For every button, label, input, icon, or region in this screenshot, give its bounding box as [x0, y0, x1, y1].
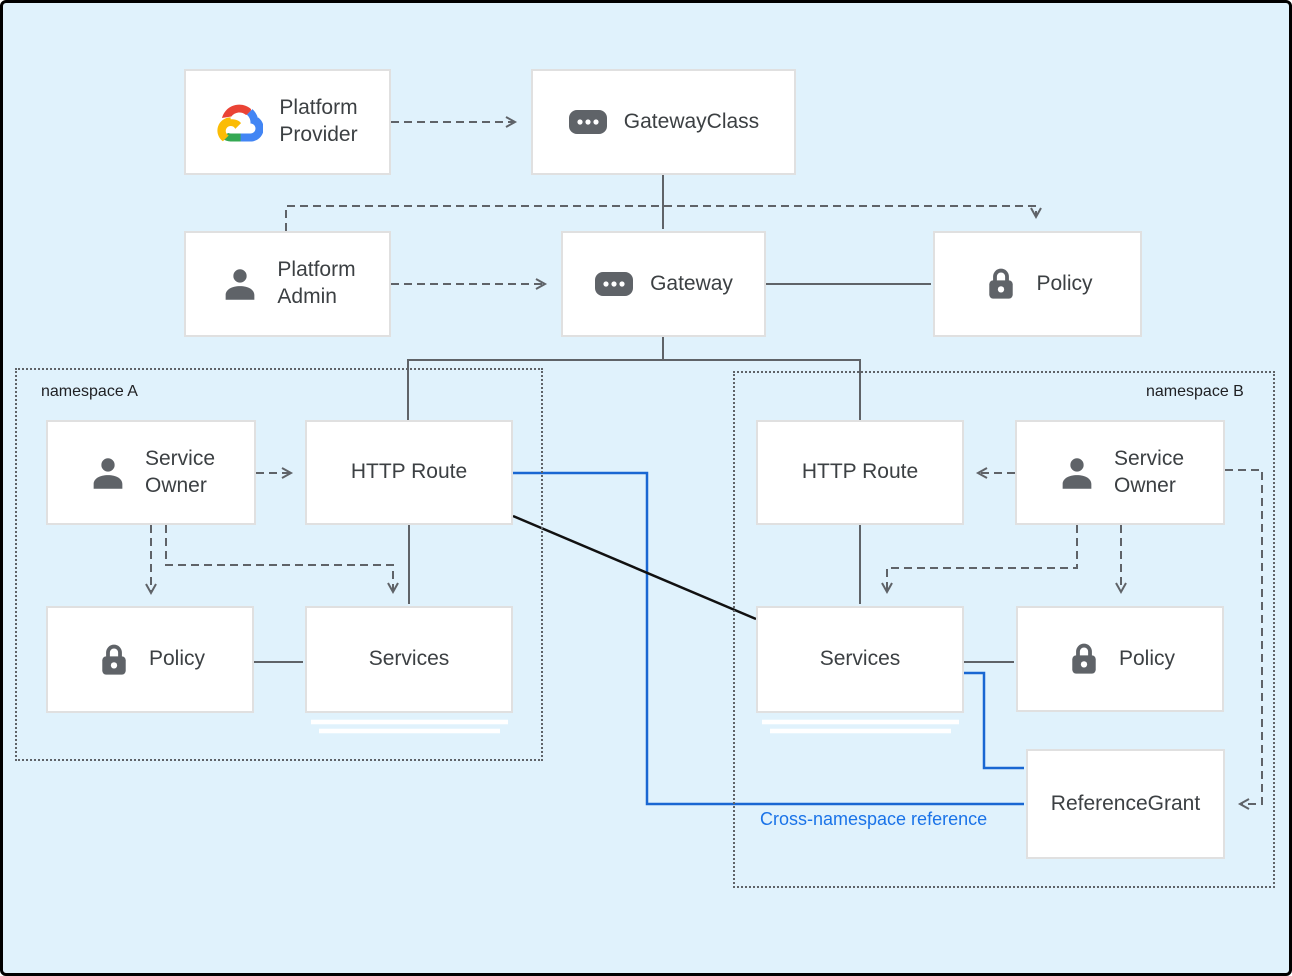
- namespace-a-boundary: [15, 368, 543, 761]
- http-route-b-node: HTTP Route: [756, 420, 964, 525]
- reference-grant-node: ReferenceGrant: [1026, 749, 1225, 859]
- google-cloud-logo-icon: [217, 99, 264, 145]
- http-route-b-label: HTTP Route: [801, 460, 919, 484]
- platform-admin-label: Platform Admin: [277, 258, 356, 308]
- connector-layer: [145, 116, 1263, 810]
- connector-serviceowner-b-referencegrant: [1225, 469, 1263, 810]
- platform-provider-node: Platform Provider: [184, 69, 391, 175]
- services-a-label: Services: [368, 647, 450, 671]
- service-owner-a-label: Service Owner: [144, 446, 216, 497]
- service-owner-b-label: Service Owner: [1113, 446, 1185, 497]
- person-icon: [87, 452, 129, 494]
- services-a-node: Services: [305, 606, 513, 713]
- gatewayclass-node: GatewayClass: [531, 69, 796, 175]
- lock-icon: [1065, 640, 1103, 678]
- reference-grant-label: ReferenceGrant: [1050, 791, 1201, 815]
- policy-b-label: Policy: [1118, 646, 1176, 670]
- person-icon: [219, 263, 261, 305]
- connector-serviceowner-b-services-b: [881, 525, 1078, 595]
- http-route-a-node: HTTP Route: [305, 420, 513, 525]
- service-owner-a-node: Service Owner: [46, 420, 256, 525]
- connector-cross-namespace-httproute-a-referencegrant: [513, 471, 1024, 806]
- connector-services-b-referencegrant: [964, 671, 1024, 770]
- gateway-node: Gateway: [561, 231, 766, 337]
- policy-top-node: Policy: [933, 231, 1142, 337]
- connector-platformadmin-policy: [285, 205, 1042, 231]
- resource-chip-icon: [568, 109, 608, 135]
- namespace-b-label: namespace B: [1146, 383, 1244, 400]
- lock-icon: [982, 265, 1020, 303]
- service-owner-b-node: Service Owner: [1015, 420, 1225, 525]
- connector-gateway-httproutes: [407, 337, 861, 420]
- namespace-a-label: namespace A: [41, 383, 138, 400]
- services-b-label: Services: [819, 647, 901, 671]
- lock-icon: [95, 641, 133, 679]
- connector-httproute-a-services-b: [512, 514, 757, 621]
- resource-chip-icon: [594, 271, 634, 297]
- policy-top-label: Policy: [1036, 271, 1093, 295]
- platform-admin-node: Platform Admin: [184, 231, 391, 337]
- platform-provider-label: Platform Provider: [279, 96, 358, 146]
- cross-namespace-reference-label: Cross-namespace reference: [760, 809, 988, 829]
- namespace-b-boundary: [733, 371, 1275, 888]
- http-route-a-label: HTTP Route: [350, 460, 468, 484]
- gateway-label: Gateway: [650, 271, 733, 295]
- connector-serviceowner-a-services-a: [165, 525, 399, 595]
- policy-a-node: Policy: [46, 606, 254, 713]
- services-b-node: Services: [756, 606, 964, 713]
- gatewayclass-label: GatewayClass: [623, 109, 760, 133]
- policy-a-label: Policy: [148, 647, 206, 671]
- person-icon: [1056, 452, 1098, 494]
- policy-b-node: Policy: [1016, 606, 1224, 712]
